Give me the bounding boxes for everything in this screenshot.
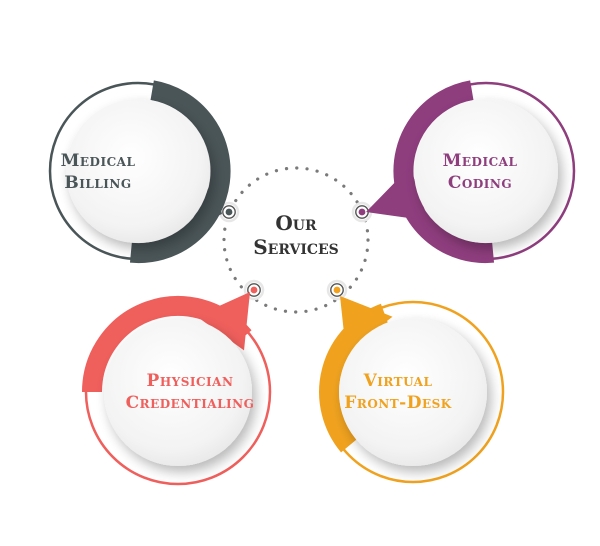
service-label-line1: Physician xyxy=(147,371,234,391)
service-label-line2: Coding xyxy=(448,173,512,193)
service-node-physician-credentialing[interactable]: Physician Credentialing xyxy=(82,292,272,486)
center-title-line2: Services xyxy=(253,235,339,259)
service-label-line2: Credentialing xyxy=(126,393,255,413)
service-node-medical-coding[interactable]: Medical Coding xyxy=(366,80,576,264)
service-label-line1: Medical xyxy=(61,151,136,171)
center-dotted-ring xyxy=(222,166,370,314)
connector-dot-virtual-front-desk xyxy=(326,279,348,301)
center-title-line1: Our xyxy=(275,211,317,235)
service-label-line1: Virtual xyxy=(363,371,433,391)
service-label-line2: Billing xyxy=(64,173,131,193)
service-node-virtual-front-desk[interactable]: Virtual Front-Desk xyxy=(319,296,505,484)
service-label-line2: Front-Desk xyxy=(344,393,452,413)
connector-dot-medical-coding xyxy=(351,201,373,223)
service-label-line1: Medical xyxy=(443,151,518,171)
connector-dots xyxy=(218,201,373,301)
service-node-medical-billing[interactable]: Medical Billing xyxy=(48,80,231,264)
